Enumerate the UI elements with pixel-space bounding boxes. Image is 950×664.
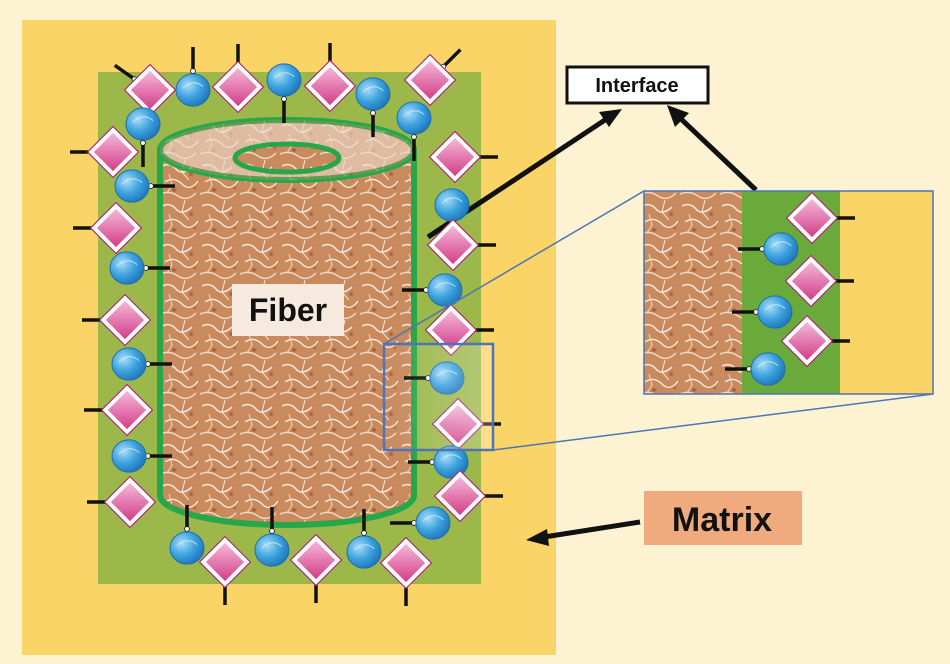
pink-diamond-icon [82, 293, 152, 347]
pink-diamond-icon [289, 533, 343, 603]
pink-diamond-icon [784, 254, 854, 308]
pink-diamond-icon [70, 125, 140, 179]
pink-diamond-icon [211, 44, 265, 114]
pink-diamond-icon [426, 218, 496, 272]
pink-diamond-icon [403, 48, 462, 107]
interface-label-box [565, 65, 710, 105]
blue-sphere-icon [725, 352, 786, 386]
pink-diamond-icon [379, 536, 433, 606]
pink-diamond-icon [303, 43, 357, 113]
blue-sphere-icon [346, 509, 382, 569]
pink-diamond-icon [113, 63, 177, 117]
blue-sphere-icon [169, 505, 205, 565]
fiber-cylinder [157, 117, 417, 528]
blue-sphere-icon [355, 77, 391, 137]
blue-sphere-icon [111, 439, 172, 473]
zoom-line-bottom [492, 393, 934, 451]
interface-label: Interface [595, 75, 678, 97]
pink-diamond-icon [84, 383, 154, 437]
blue-sphere-icon [390, 506, 451, 540]
blue-sphere-icon [175, 47, 211, 107]
blue-sphere-icon [738, 232, 799, 266]
blue-sphere-icon [254, 507, 290, 567]
inset-molecules [725, 191, 855, 386]
pink-diamond-icon [428, 130, 498, 184]
matrix-label: Matrix [672, 501, 772, 539]
pink-diamond-icon [87, 475, 157, 529]
zoom-line-top [383, 190, 645, 345]
blue-sphere-icon [732, 295, 793, 329]
pink-diamond-icon [73, 201, 143, 255]
pink-diamond-icon [198, 535, 252, 605]
pink-diamond-icon [424, 303, 494, 357]
fiber-label: Fiber [249, 292, 327, 328]
blue-sphere-icon [266, 63, 302, 123]
blue-sphere-icon [402, 273, 463, 307]
blue-sphere-icon [111, 347, 172, 381]
blue-sphere-icon [396, 101, 432, 161]
blue-sphere-icon [125, 107, 161, 167]
matrix-label-bg [644, 491, 802, 545]
pink-diamond-icon [433, 469, 503, 523]
zoom-inset [643, 190, 934, 395]
pink-diamond-icon [785, 191, 855, 245]
interface-molecules [70, 43, 503, 606]
interface-arrow-from-inset [667, 105, 758, 192]
matrix-arrow [526, 519, 641, 546]
blue-sphere-icon [109, 251, 170, 285]
fiber-core [232, 141, 342, 175]
pink-diamond-icon [780, 314, 850, 368]
blue-sphere-icon [114, 169, 175, 203]
zoom-box [382, 342, 495, 452]
fiber-label-bg [232, 284, 344, 336]
